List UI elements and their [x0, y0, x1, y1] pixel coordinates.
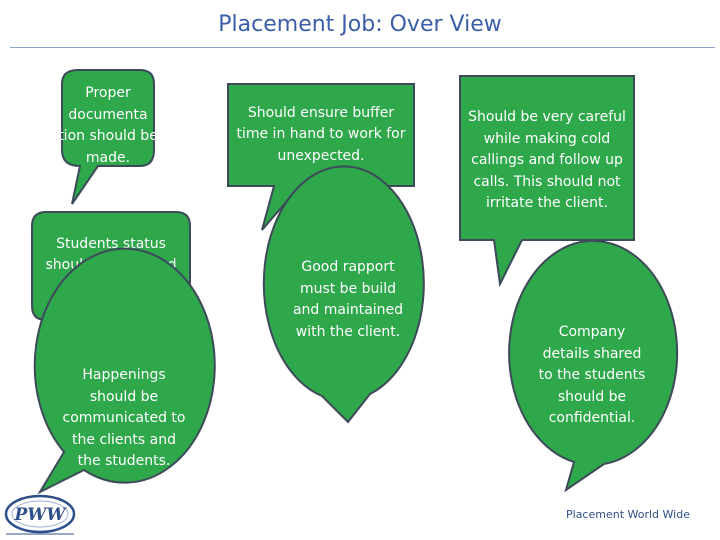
title-divider: [10, 47, 715, 48]
logo-wordmark: PWW: [14, 505, 68, 525]
bubble-text-documentation: Proper documenta tion should be made.: [58, 85, 158, 166]
bubble-text-confidential: Company details shared to the students s…: [538, 324, 646, 427]
bubble-text-student-status: Students status should be updated now an…: [45, 235, 177, 295]
bubble-text-rapport: Good rapport must be build and maintaine…: [292, 259, 404, 340]
bubble-text-buffer-time: Should ensure buffer time in hand to wor…: [236, 104, 406, 164]
pww-logo-icon: PWW: [4, 494, 76, 535]
bubble-text-happenings: Happenings should be communicated to the…: [62, 367, 186, 470]
page-title: Placement Job: Over View: [218, 12, 502, 37]
bubble-text-cold-calls: Should be very careful while making cold…: [468, 109, 626, 212]
footer-company-name: Placement World Wide: [566, 508, 690, 521]
